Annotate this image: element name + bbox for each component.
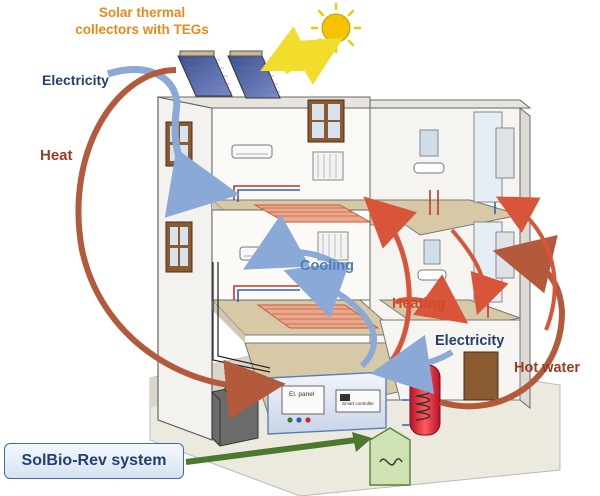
- solar-collector-2: [227, 50, 281, 99]
- hot-water-arrow: [439, 234, 566, 410]
- solar-title-line2: collectors with TEGs: [75, 22, 209, 37]
- ac-unit-top: [231, 144, 273, 159]
- heat-arrow: [75, 67, 286, 420]
- hot-water-label: Hot water: [514, 360, 581, 376]
- sun-ray-arrow-2: [283, 37, 344, 85]
- smart-controller-label: Smart controller: [342, 401, 374, 406]
- heating-arrow-2: [395, 274, 469, 324]
- electricity-label-top: Electricity: [42, 72, 109, 88]
- solar-collectors-title: Solar thermal collectors with TEGs: [52, 4, 232, 38]
- hot-water-arrow-2: [495, 196, 557, 331]
- cooling-label: Cooling: [300, 258, 354, 274]
- heat-label: Heat: [40, 147, 73, 164]
- cooling-arrow-2: [243, 214, 342, 270]
- window-top-back: [307, 99, 345, 143]
- shower-top: [473, 111, 515, 203]
- electricity-arrow-right: [370, 334, 454, 395]
- radiator-top: [312, 151, 344, 181]
- solar-collector-1: [177, 50, 233, 97]
- sink-top: [413, 129, 445, 174]
- system-arrowhead: [352, 432, 372, 452]
- heat-pump-outdoor-unit: [211, 380, 259, 447]
- electricity-label-right: Electricity: [435, 333, 505, 349]
- solar-title-line1: Solar thermal: [98, 5, 186, 20]
- electricity-arrow-top: [106, 66, 240, 218]
- sun-icon: [310, 2, 362, 54]
- heating-label: Heating: [392, 296, 446, 312]
- system-arrow: [185, 437, 357, 465]
- system-label: SolBio-Rev system: [21, 452, 167, 469]
- inverter-icon: [369, 427, 411, 486]
- heating-arrow-3: [450, 228, 509, 316]
- el-panel-label: El. panel: [289, 391, 315, 398]
- window-mid-left: [165, 221, 193, 273]
- sun-ray-arrow-1: [260, 26, 324, 71]
- solbio-rev-system-box: SolBio-Rev system: [4, 443, 184, 479]
- door-ground: [463, 351, 499, 401]
- el-panel-box: [267, 371, 387, 435]
